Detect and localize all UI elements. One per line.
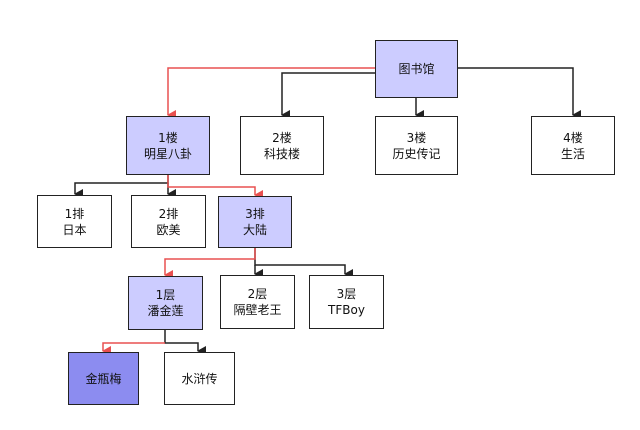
node-shelf1-line-2: 潘金莲	[147, 304, 184, 318]
node-floor3: 3楼 历史传记	[375, 116, 458, 175]
connector-row3-shelf3	[254, 248, 353, 279]
node-floor3-line-1: 3楼	[406, 130, 427, 145]
node-row1-line-1: 1排	[64, 206, 85, 221]
node-library: 图书馆	[375, 40, 458, 98]
node-library-line-1: 图书馆	[398, 62, 435, 76]
node-row2-line-1: 2排	[158, 206, 179, 221]
node-floor4-line-2: 生活	[560, 146, 585, 161]
connector-library-floor1	[167, 67, 375, 120]
node-shelf3: 3层 TFBoy	[309, 275, 384, 329]
connector-library-floor4	[458, 67, 581, 120]
node-floor2: 2楼 科技楼	[240, 116, 324, 175]
node-row2: 2排 欧美	[131, 195, 206, 248]
node-row2-line-2: 欧美	[156, 222, 181, 237]
node-row3-line-2: 大陆	[242, 223, 267, 237]
node-row3-line-1: 3排	[245, 207, 265, 221]
node-floor1: 1楼 明星八卦	[126, 116, 210, 175]
node-shelf2-line-1: 2层	[247, 287, 268, 301]
node-floor1-line-2: 明星八卦	[143, 146, 192, 161]
node-shelf1: 1层 潘金莲	[128, 276, 203, 330]
node-row3: 3排 大陆	[218, 196, 292, 248]
node-floor1-line-1: 1楼	[158, 130, 178, 145]
connector-row3-shelf1	[164, 248, 256, 280]
node-book2-line-1: 水浒传	[181, 371, 218, 386]
connector-library-floor2	[281, 72, 375, 120]
node-floor3-line-2: 历史传记	[392, 146, 441, 161]
node-book1-line-1: 金瓶梅	[85, 371, 122, 386]
node-floor4: 4楼 生活	[531, 116, 615, 175]
node-row1-line-2: 日本	[62, 222, 87, 237]
node-shelf1-line-1: 1层	[155, 288, 176, 302]
node-shelf3-line-2: TFBoy	[328, 303, 365, 317]
node-floor2-line-2: 科技楼	[263, 146, 300, 161]
node-shelf2-line-2: 隔壁老王	[233, 303, 282, 317]
connector-floor1-row1	[74, 175, 169, 199]
node-row1: 1排 日本	[37, 195, 112, 248]
node-floor2-line-1: 2楼	[272, 130, 292, 145]
node-book2: 水浒传	[164, 352, 235, 405]
node-shelf3-line-1: 3层	[336, 287, 357, 301]
connector-shelf1-book2	[164, 330, 206, 356]
connector-shelf1-book1	[102, 342, 165, 356]
node-shelf2: 2层 隔壁老王	[220, 275, 295, 329]
node-book1: 金瓶梅	[68, 352, 139, 405]
connector-floor1-row3	[167, 175, 263, 200]
node-floor4-line-1: 4楼	[563, 130, 583, 145]
